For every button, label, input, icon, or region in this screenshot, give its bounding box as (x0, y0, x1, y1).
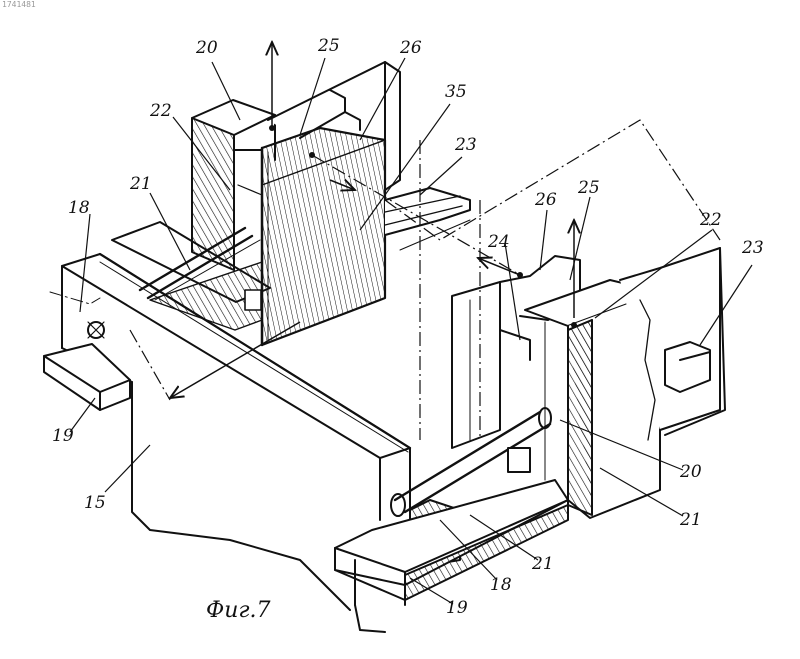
label-21-right: 21 (680, 512, 702, 529)
right-frame-24 (452, 256, 580, 448)
label-25-top: 25 (318, 38, 340, 55)
label-20-right: 20 (680, 464, 702, 481)
label-18-left: 18 (68, 200, 90, 217)
feed-arrow-right (478, 258, 520, 275)
label-23-top: 23 (455, 137, 477, 154)
label-19-bottom: 19 (446, 600, 468, 617)
label-24: 24 (488, 234, 510, 251)
label-20-top: 20 (196, 40, 218, 57)
label-25-right: 25 (578, 180, 600, 197)
label-35: 35 (445, 84, 467, 101)
blade-35 (245, 128, 385, 345)
label-21-left: 21 (130, 176, 152, 193)
rear-rail-23 (385, 188, 470, 250)
label-23-right: 23 (742, 240, 764, 257)
label-22-left: 22 (150, 103, 172, 120)
label-26-right: 26 (535, 192, 557, 209)
figure-caption: Фиг.7 (206, 600, 271, 622)
label-19-left: 19 (52, 428, 74, 445)
label-18-bottom: 18 (490, 577, 512, 594)
label-21-bottom: 21 (532, 556, 554, 573)
label-15: 15 (84, 495, 106, 512)
label-22-right: 22 (700, 212, 722, 229)
label-26-top: 26 (400, 40, 422, 57)
axis-line-5 (130, 330, 170, 400)
